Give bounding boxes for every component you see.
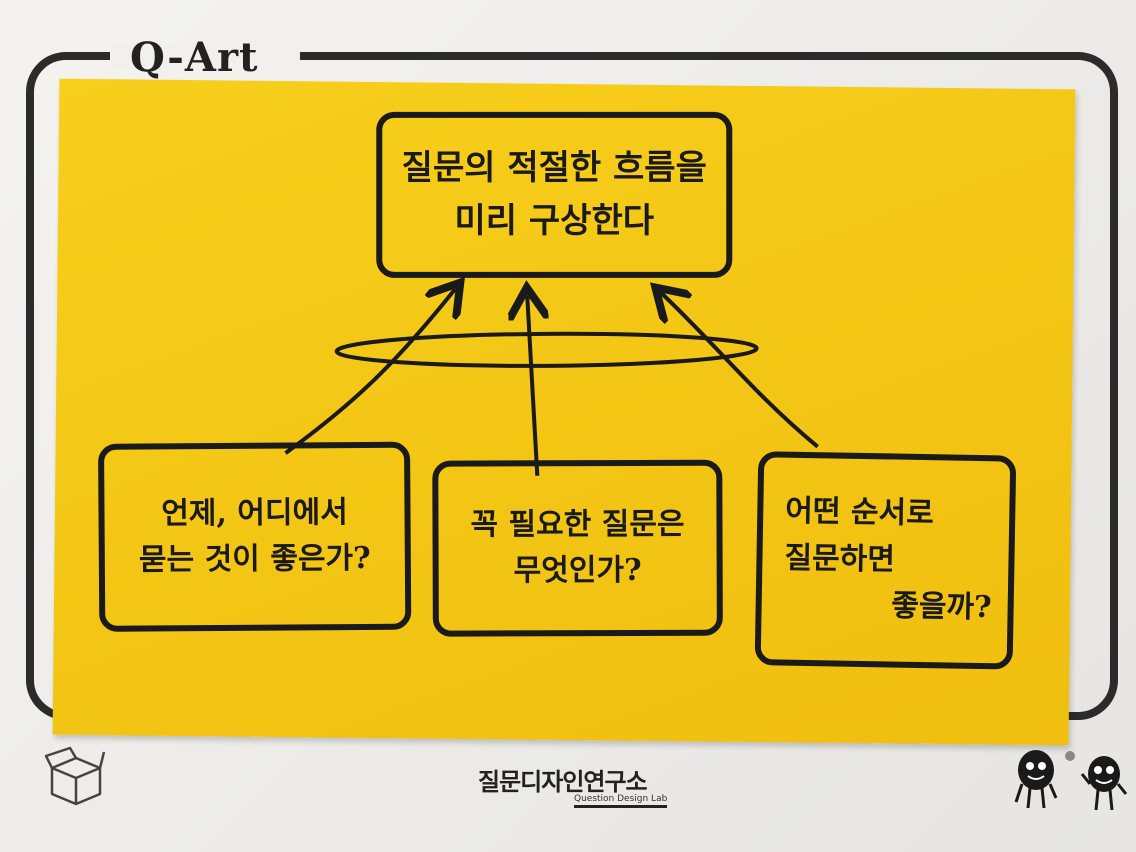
arrow-center: [525, 296, 539, 476]
main-line-1: 질문의 적절한 흐름을: [402, 142, 707, 195]
box1-line-2: 묻는 것이 좋은가?: [139, 536, 371, 584]
box3-line-3: 좋을까?: [891, 584, 1008, 633]
box3-line-1: 어떤 순서로: [785, 489, 934, 538]
question-box-necessary: 꼭 필요한 질문은 무엇인가?: [432, 460, 723, 637]
brand-logo: Q-Art: [130, 34, 259, 81]
arrow-right: [660, 293, 820, 447]
lab-subtitle: Question Design Lab: [574, 794, 667, 808]
box1-line-1: 언제, 어디에서: [161, 490, 348, 538]
lab-logo: 질문디자인연구소 Question Design Lab: [478, 762, 698, 808]
box-sketch-icon: [44, 744, 108, 808]
mascot-characters-icon: [1006, 744, 1134, 816]
question-box-order: 어떤 순서로 질문하면 좋을까?: [755, 451, 1017, 669]
loop-stroke: [337, 332, 757, 367]
box2-line-1: 꼭 필요한 질문은: [470, 501, 684, 548]
main-line-2: 미리 구상한다: [455, 195, 655, 248]
box2-line-2: 무엇인가?: [514, 548, 642, 595]
lab-name: 질문디자인연구소: [478, 762, 698, 797]
arrow-left: [286, 287, 456, 455]
question-box-when-where: 언제, 어디에서 묻는 것이 좋은가?: [98, 442, 411, 632]
box3-line-2: 질문하면: [784, 535, 895, 583]
sticky-note: 질문의 적절한 흐름을 미리 구상한다 언제, 어디에서 묻는 것이 좋은가? …: [53, 79, 1076, 746]
main-idea-box: 질문의 적절한 흐름을 미리 구상한다: [376, 112, 732, 278]
